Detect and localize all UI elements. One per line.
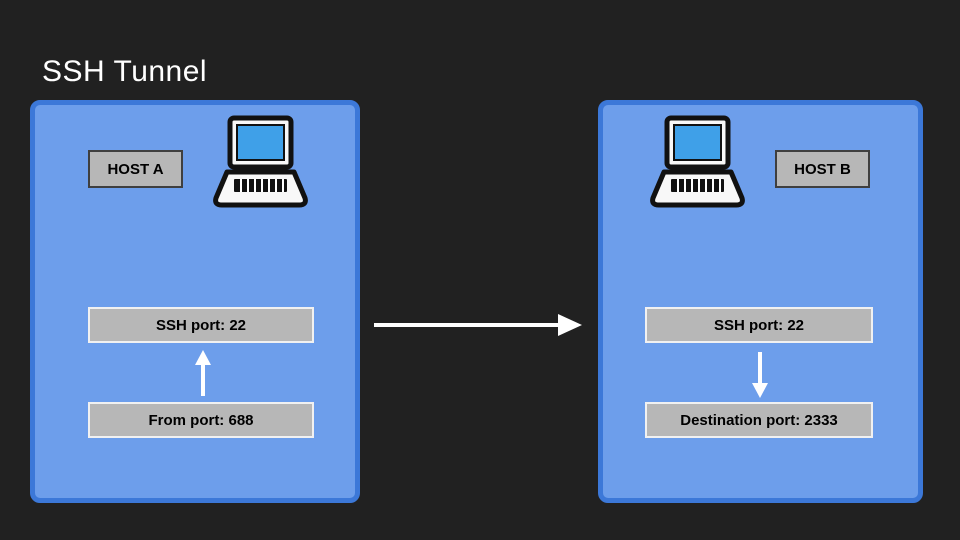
host-b-label: HOST B	[775, 150, 870, 188]
tunnel-arrow-icon	[374, 314, 582, 336]
diagram-title: SSH Tunnel	[42, 55, 208, 88]
up-arrow-icon	[195, 350, 211, 396]
host-a-ssh-port-box: SSH port: 22	[88, 307, 314, 343]
laptop-icon	[213, 115, 308, 208]
host-a-from-port-box: From port: 688	[88, 402, 314, 438]
host-a-box: HOST A SSH port: 22 From port: 688	[30, 100, 360, 503]
laptop-icon	[650, 115, 745, 208]
host-b-ssh-port-box: SSH port: 22	[645, 307, 873, 343]
host-b-destination-port-box: Destination port: 2333	[645, 402, 873, 438]
down-arrow-icon	[752, 352, 768, 398]
host-b-box: HOST B SSH port: 22 Destination port: 23…	[598, 100, 923, 503]
host-a-label: HOST A	[88, 150, 183, 188]
